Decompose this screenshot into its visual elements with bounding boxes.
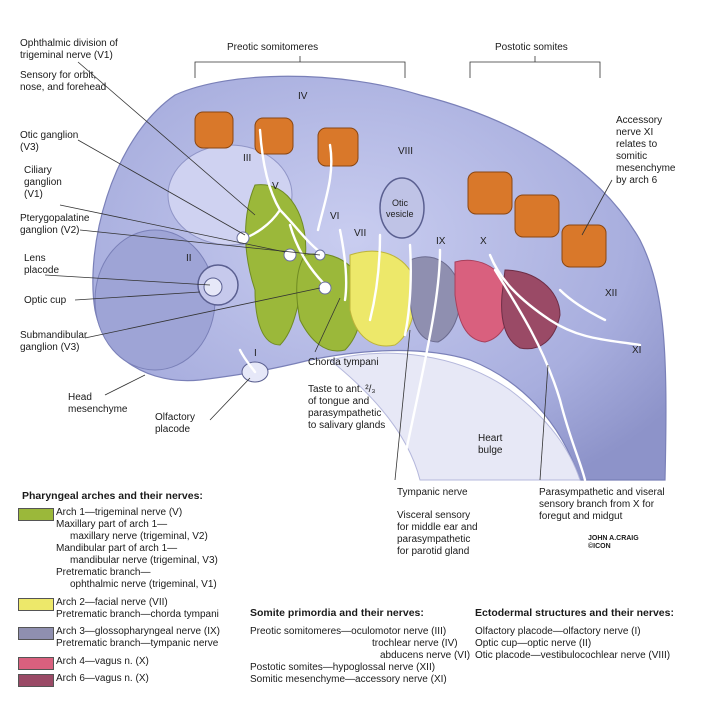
label-VII: VII [354, 228, 366, 239]
label-II: II [186, 253, 192, 264]
otic-vesicle-label-1: Otic [392, 198, 409, 208]
preotic-label: Preotic somitomeres [227, 42, 319, 53]
arch-2-yellow [349, 250, 417, 347]
optic-cup-label: Optic cup [24, 295, 67, 306]
swatch-arch4 [18, 657, 54, 670]
somite-section-title: Somite primordia and their nerves: [250, 607, 424, 619]
key-arch4: Arch 4—vagus n. (X) [56, 656, 149, 667]
leader-lines [44, 56, 613, 481]
chorda-label: Chorda tympani [308, 357, 379, 368]
label-XI: XI [632, 345, 641, 356]
label-XII: XII [605, 288, 617, 299]
key-arch6: Arch 6—vagus n. (X) [56, 673, 149, 684]
swatch-arch2 [18, 598, 54, 611]
forebrain [94, 229, 216, 371]
label-IX: IX [436, 236, 446, 247]
label-III: III [243, 153, 251, 164]
tympanic-label: Tympanic nerve [397, 487, 468, 498]
swatch-arch6 [18, 674, 54, 687]
arch-4 [454, 259, 511, 343]
label-X: X [480, 236, 487, 247]
artist-signature: JOHN A.CRAIG©ICON [588, 535, 639, 550]
label-I: I [254, 348, 257, 359]
key-arch2: Arch 2—facial nerve (VII) Pretrematic br… [56, 597, 219, 620]
postotic-label: Postotic somites [495, 42, 568, 53]
somite-2 [514, 194, 560, 238]
label-VI: VI [330, 211, 339, 222]
arch-6 [501, 269, 561, 350]
swatch-arch3 [18, 627, 54, 640]
heart-bulge [328, 352, 581, 481]
label-VIII: VIII [398, 146, 413, 157]
somitomere-1 [194, 111, 234, 149]
label-IV: IV [298, 91, 308, 102]
somitomere-2 [254, 117, 294, 155]
somitomere-3 [317, 127, 359, 167]
otic-vesicle [379, 177, 425, 239]
sensory-label: Sensory for orbit,nose, and forehead [20, 70, 107, 93]
otic-vesicle-label-2: vesicle [386, 209, 414, 219]
otic-ganglion-label: Otic ganglion(V3) [20, 130, 79, 153]
somite-3 [561, 224, 607, 268]
embryo-illustration: IV III V VI VII VIII IX X XI XII II I Ot… [44, 56, 667, 482]
ecto-section-body: Olfactory placode—olfactory nerve (I) Op… [475, 626, 671, 661]
somite-section-body: Preotic somitomeres—oculomotor nerve (II… [250, 626, 471, 685]
ecto-section-title: Ectodermal structures and their nerves: [475, 607, 674, 619]
key-title: Pharyngeal arches and their nerves: [22, 490, 203, 502]
lens-placode [203, 277, 223, 297]
swatch-arch1 [18, 508, 54, 521]
label-V: V [272, 181, 279, 192]
key-arch3: Arch 3—glossopharyngeal nerve (IX) Pretr… [56, 626, 220, 649]
key-arch1: Arch 1—trigeminal nerve (V) Maxillary pa… [56, 507, 218, 590]
somite-1 [467, 171, 513, 215]
